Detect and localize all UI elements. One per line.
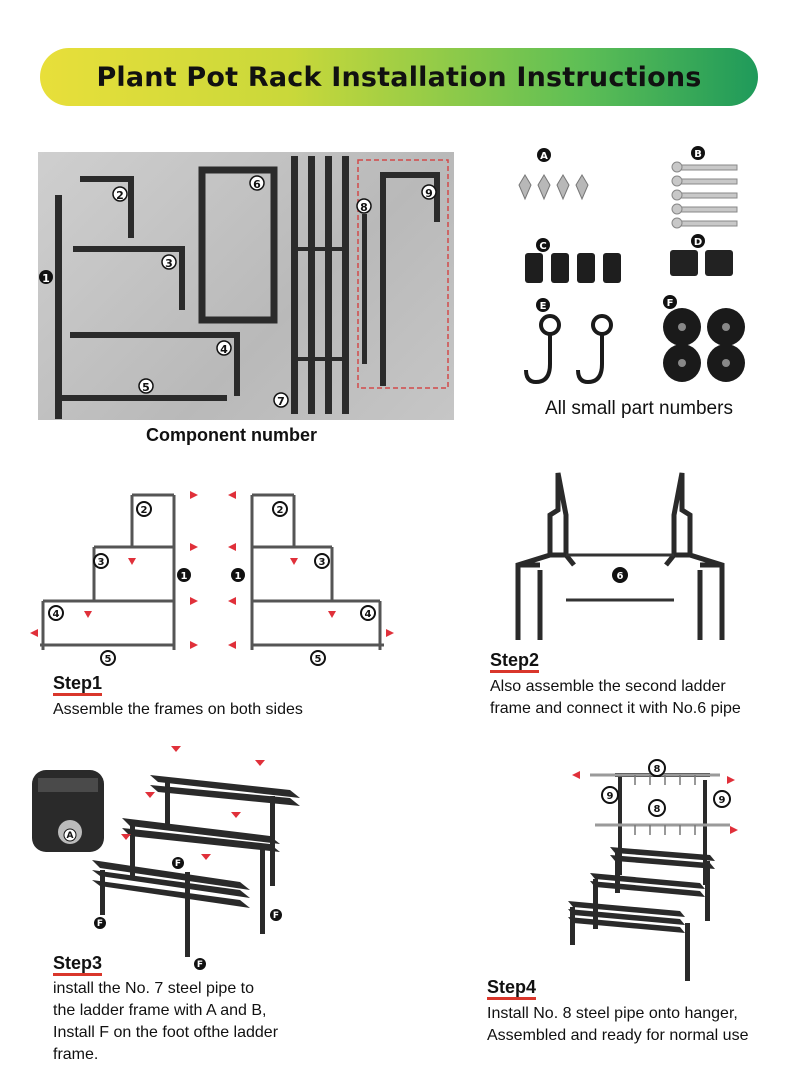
svg-text:9: 9 (719, 795, 726, 806)
svg-text:1: 1 (42, 272, 50, 285)
svg-text:8: 8 (654, 804, 661, 815)
svg-text:1: 1 (235, 571, 242, 582)
step1-figure: 2 3 4 1 5 2 3 4 1 5 (28, 485, 400, 670)
svg-text:5: 5 (142, 381, 150, 394)
svg-text:7: 7 (277, 395, 285, 408)
small-parts-drawing: A B C D E F (518, 146, 745, 385)
svg-text:6: 6 (253, 178, 261, 191)
svg-text:5: 5 (315, 654, 322, 665)
title-banner: Plant Pot Rack Installation Instructions (40, 48, 758, 106)
page-title: Plant Pot Rack Installation Instructions (96, 61, 702, 93)
small-parts-caption: All small part numbers (545, 398, 733, 419)
svg-text:2: 2 (141, 505, 148, 516)
step2-title: Step2 (490, 650, 540, 673)
small-parts-panel: A B C D E F (505, 145, 775, 405)
svg-text:9: 9 (607, 791, 614, 802)
component-photo-drawing: 1 2 3 4 5 6 7 8 9 (39, 156, 449, 419)
step1-text: Assemble the frames on both sides (53, 701, 303, 718)
step1-title: Step1 (53, 673, 103, 696)
step4-text: Install No. 8 steel pipe onto hanger,Ass… (487, 1005, 749, 1044)
svg-text:F: F (273, 911, 279, 921)
svg-text:F: F (97, 919, 103, 929)
svg-text:A: A (540, 151, 548, 162)
svg-text:D: D (694, 237, 702, 248)
svg-text:9: 9 (425, 187, 433, 200)
svg-text:C: C (539, 241, 546, 252)
step3-figure: A F F F F (30, 740, 330, 970)
svg-text:F: F (667, 298, 674, 309)
svg-text:2: 2 (116, 189, 124, 202)
component-photo: 1 2 3 4 5 6 7 8 9 (38, 152, 454, 420)
svg-text:4: 4 (53, 609, 60, 620)
svg-text:F: F (175, 859, 181, 869)
step4-title: Step4 (487, 977, 537, 1000)
svg-text:4: 4 (220, 343, 228, 356)
svg-text:2: 2 (277, 505, 284, 516)
step3-title: Step3 (53, 953, 103, 976)
svg-text:3: 3 (98, 557, 105, 568)
svg-text:A: A (67, 831, 74, 841)
svg-text:B: B (694, 149, 702, 160)
svg-text:8: 8 (360, 201, 368, 214)
step2-figure: 6 (510, 465, 730, 645)
svg-text:5: 5 (105, 654, 112, 665)
svg-text:E: E (540, 301, 547, 312)
svg-text:3: 3 (165, 257, 173, 270)
step4-figure: 8 8 9 9 (560, 755, 750, 985)
svg-text:8: 8 (654, 764, 661, 775)
svg-text:1: 1 (181, 571, 188, 582)
svg-text:F: F (197, 960, 203, 970)
component-number-caption: Component number (146, 425, 317, 445)
svg-text:4: 4 (365, 609, 372, 620)
svg-text:6: 6 (617, 571, 624, 582)
svg-text:3: 3 (319, 557, 326, 568)
